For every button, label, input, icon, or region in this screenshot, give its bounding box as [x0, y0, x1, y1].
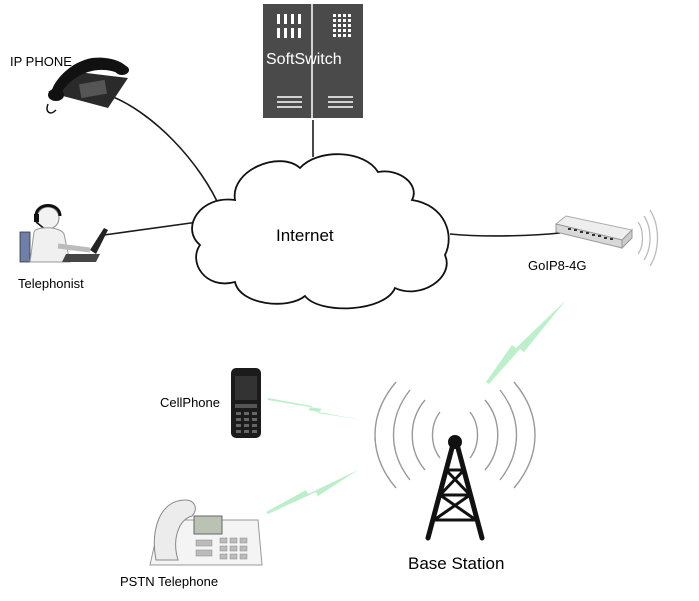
internet-cloud: [191, 153, 450, 310]
pstn-telephone-label: PSTN Telephone: [120, 574, 219, 589]
goip-label: GoIP8-4G: [528, 258, 587, 273]
wireless-link-goip: [486, 300, 566, 384]
wireless-links: [266, 300, 566, 514]
base-station-tower-icon: [374, 381, 536, 541]
softswitch-label: SoftSwitch: [266, 51, 342, 68]
base-station-label: Base Station: [408, 554, 505, 573]
ip-phone-icon: [46, 57, 129, 114]
softswitch-server: [263, 4, 363, 118]
link-ipphone-internet: [107, 94, 223, 213]
link-internet-goip: [449, 232, 561, 237]
goip-device-icon: [554, 209, 659, 267]
internet-label: Internet: [276, 226, 334, 245]
wireless-link-pstn: [266, 470, 358, 514]
wireless-link-cellphone: [268, 398, 362, 420]
link-telephonist-internet: [103, 221, 199, 236]
ip-phone-label: IP PHONE: [10, 54, 72, 69]
pstn-telephone-icon: [149, 499, 263, 566]
telephonist-label: Telephonist: [18, 276, 84, 291]
telephonist-icon: [19, 204, 108, 263]
wired-links: [103, 94, 561, 237]
cellphone-icon: [231, 368, 261, 438]
cellphone-label: CellPhone: [160, 395, 220, 410]
